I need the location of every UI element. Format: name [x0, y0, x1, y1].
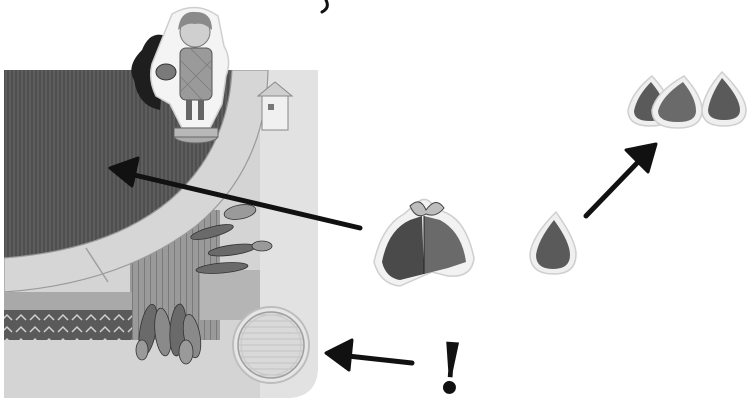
- leaf-plants: [135, 204, 273, 365]
- top-edge-mark: [320, 0, 329, 14]
- character-hood: [178, 11, 212, 30]
- teardrop-token-icon[interactable]: [529, 210, 577, 275]
- arrow-left-up-icon: [108, 156, 363, 231]
- arrow-right-up-icon: [583, 142, 658, 219]
- character-legs: [186, 100, 192, 120]
- bundle-right-cloth: [424, 216, 466, 274]
- cloth-bundle-token-icon[interactable]: [373, 198, 475, 287]
- teardrop-token-group[interactable]: [627, 70, 747, 129]
- game-board-section: [4, 70, 318, 398]
- character-coat: [179, 47, 213, 101]
- character-standee-icon[interactable]: [131, 6, 230, 144]
- arrow-left-icon: [324, 338, 415, 372]
- teardrop-token-icon[interactable]: [701, 70, 747, 127]
- patterned-rug: [4, 310, 132, 340]
- curved-path: [4, 70, 269, 293]
- grass-strip: [4, 292, 132, 310]
- bundle-knot: [409, 201, 445, 217]
- garden-plot: [200, 270, 260, 320]
- teardrop-token-icon[interactable]: [651, 75, 703, 129]
- exclamation-mark: !: [433, 326, 469, 401]
- path-seam: [85, 247, 109, 283]
- round-wooden-disc-icon[interactable]: [232, 306, 310, 384]
- bundle-left-cloth: [382, 216, 424, 280]
- house-icon: [256, 81, 294, 131]
- character-basket: [155, 63, 177, 81]
